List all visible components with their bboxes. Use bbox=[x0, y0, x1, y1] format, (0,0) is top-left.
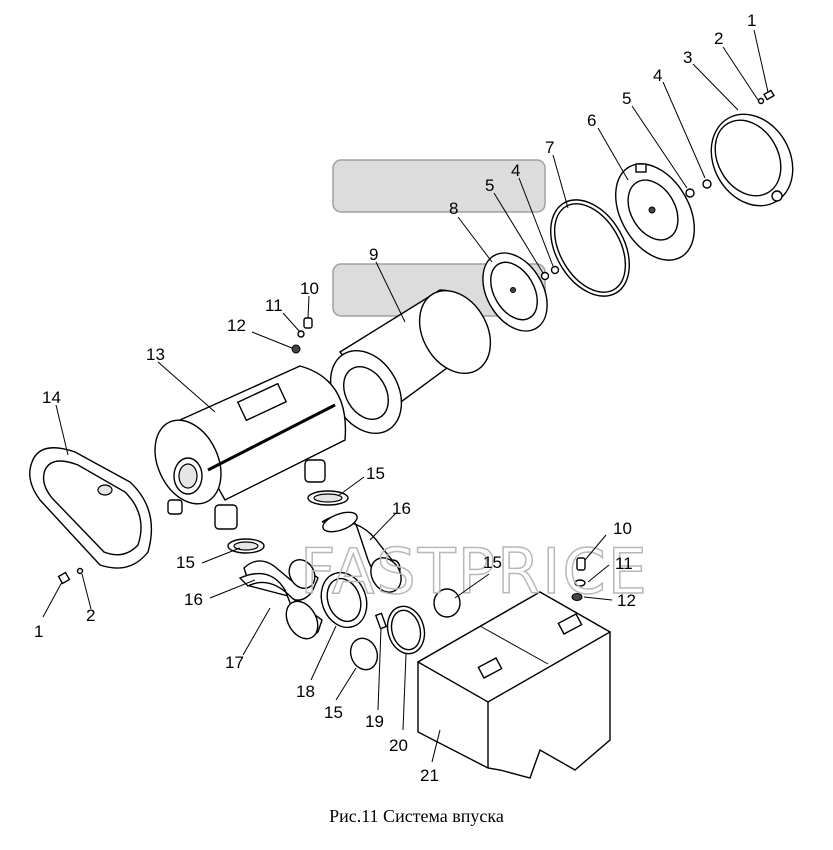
housing-13 bbox=[154, 365, 347, 530]
callout-18: 18 bbox=[296, 682, 315, 701]
callout-13: 13 bbox=[146, 345, 165, 364]
callout-11-top: 11 bbox=[265, 296, 283, 315]
bolt-1-top bbox=[757, 89, 775, 105]
callout-19: 19 bbox=[365, 712, 384, 731]
callout-16-lower: 16 bbox=[184, 590, 203, 609]
precleaner-21 bbox=[416, 591, 612, 779]
callout-15-lower: 15 bbox=[324, 703, 343, 722]
bolt-washer-nut-10-11-12-right bbox=[571, 557, 586, 601]
clamp-20 bbox=[386, 605, 426, 655]
leader-lines bbox=[42, 29, 769, 763]
elbow-16-upper bbox=[321, 511, 402, 593]
callout-20: 20 bbox=[389, 736, 408, 755]
watermark-box-top bbox=[332, 159, 546, 213]
callout-11-right: 11 bbox=[615, 554, 633, 573]
inner-cover-8 bbox=[482, 252, 548, 332]
watermark-text: FASTPRICE bbox=[300, 535, 649, 608]
clamp-15-lower bbox=[349, 637, 379, 671]
callout-1-left: 1 bbox=[34, 622, 43, 641]
callout-15-right: 15 bbox=[483, 553, 502, 572]
cover-6 bbox=[615, 163, 695, 261]
filter-element-9 bbox=[329, 289, 492, 435]
callout-21: 21 bbox=[420, 766, 439, 785]
connector-18 bbox=[320, 571, 368, 629]
bolt-19 bbox=[374, 612, 388, 630]
callout-17: 17 bbox=[225, 653, 244, 672]
callout-10-top: 10 bbox=[300, 279, 319, 298]
callout-12-top: 12 bbox=[227, 316, 246, 335]
callout-7: 7 bbox=[545, 138, 554, 157]
callout-14: 14 bbox=[42, 388, 61, 407]
callout-10-right: 10 bbox=[613, 519, 632, 538]
callout-5-middle: 5 bbox=[485, 176, 494, 195]
callout-16-upper: 16 bbox=[392, 499, 411, 518]
clamp-15-upper bbox=[307, 490, 349, 506]
callout-9: 9 bbox=[369, 245, 378, 264]
callout-3: 3 bbox=[683, 48, 692, 67]
callout-6: 6 bbox=[587, 111, 596, 130]
nut-washer-4-5-top bbox=[685, 179, 712, 198]
callout-1: 1 bbox=[747, 11, 756, 30]
pipe-17 bbox=[238, 572, 323, 640]
gasket-7 bbox=[550, 199, 630, 297]
callout-5: 5 bbox=[622, 89, 631, 108]
callout-8: 8 bbox=[449, 199, 458, 218]
callout-15-left: 15 bbox=[176, 553, 195, 572]
callout-2-left: 2 bbox=[86, 606, 95, 625]
callout-labels: 1 2 3 4 5 6 7 4 5 8 9 10 11 12 13 14 15 … bbox=[34, 11, 756, 785]
bolt-washer-nut-10-11-12-top bbox=[291, 317, 313, 354]
callout-4: 4 bbox=[653, 66, 662, 85]
elbow-16-lower bbox=[243, 558, 319, 601]
clamp-15-right bbox=[433, 588, 461, 618]
nut-washer-4-5-middle bbox=[540, 265, 560, 281]
callout-15-upper: 15 bbox=[366, 464, 385, 483]
callout-4-middle: 4 bbox=[511, 161, 520, 180]
callout-2: 2 bbox=[714, 29, 723, 48]
figure-caption: Рис.11 Система впуска bbox=[329, 806, 504, 826]
end-cover-14 bbox=[29, 447, 153, 569]
callout-12-right: 12 bbox=[617, 591, 636, 610]
clamp-ring-3 bbox=[710, 113, 794, 207]
bolt-washer-1-2-left bbox=[57, 567, 84, 585]
